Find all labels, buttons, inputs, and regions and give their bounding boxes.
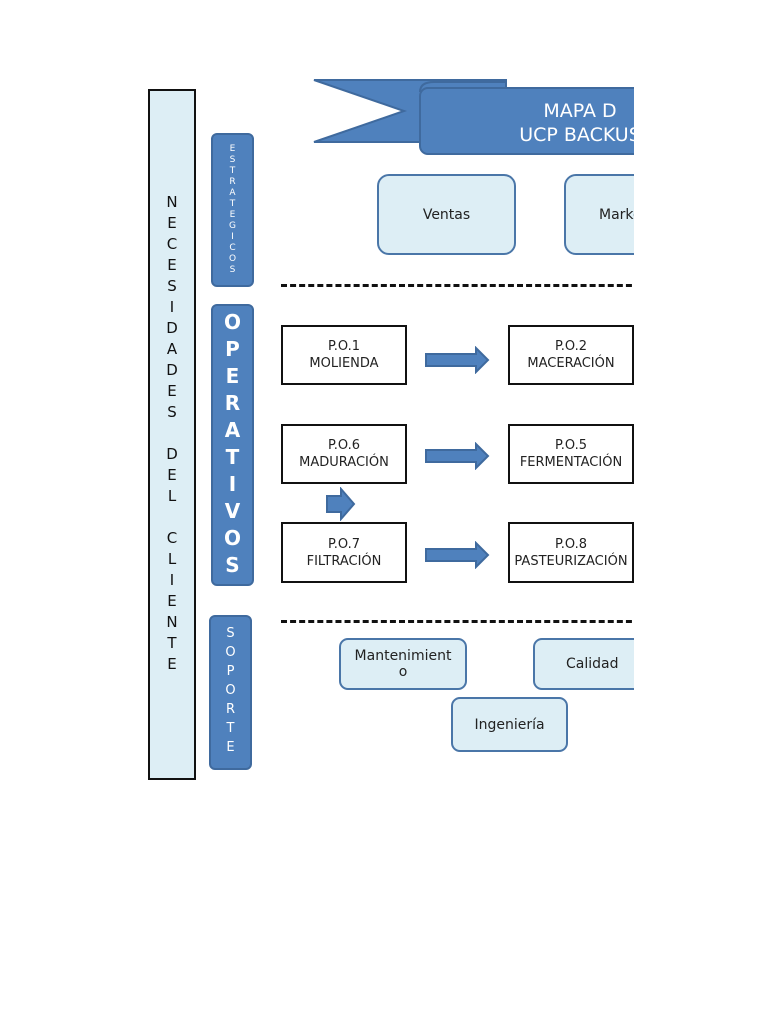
process-po7: P.O.7 FILTRACIÓN <box>281 522 407 583</box>
process-po6: P.O.6 MADURACIÓN <box>281 424 407 484</box>
strategic-label: ESTRATEGICOS <box>227 144 238 276</box>
support-box-ingenieria-label: Ingeniería <box>474 716 545 733</box>
separator-top <box>281 284 634 287</box>
support-label: SOPORTE <box>223 626 238 759</box>
separator-bottom <box>281 620 634 623</box>
operative-bar: OPERATIVOS <box>211 304 254 586</box>
process-po1: P.O.1 MOLIENDA <box>281 325 407 385</box>
title-line1: MAPA D <box>543 100 617 122</box>
process-po2-label: P.O.2 MACERACIÓN <box>527 339 615 371</box>
title-block: MAPA D UCP BACKUS <box>500 99 634 147</box>
strategic-box-marketing-label: Marke <box>599 206 634 223</box>
process-po7-label: P.O.7 FILTRACIÓN <box>306 536 382 569</box>
support-bar: SOPORTE <box>209 615 252 770</box>
operative-label: OPERATIVOS <box>220 310 245 580</box>
customer-needs-box: NECESIDADES DEL CLIENTE <box>148 89 196 780</box>
title-line2: UCP BACKUS <box>519 124 634 146</box>
arrow-po1-po2-icon <box>425 346 490 374</box>
process-po8-label: P.O.8 PASTEURIZACIÓN <box>514 536 628 569</box>
customer-needs-label: NECESIDADES DEL CLIENTE <box>163 193 181 676</box>
ribbon-curl <box>419 81 506 93</box>
process-po5: P.O.5 FERMENTACIÓN <box>508 424 634 484</box>
process-po2: P.O.2 MACERACIÓN <box>508 325 634 385</box>
support-box-calidad: Calidad <box>533 638 634 690</box>
support-box-calidad-label: Calidad <box>566 656 619 672</box>
cropped-diagram-area: MAPA D UCP BACKUS Ventas Marke P.O.1 MOL… <box>281 79 634 752</box>
strategic-box-marketing: Marke <box>564 174 634 255</box>
strategic-bar: ESTRATEGICOS <box>211 133 254 287</box>
support-box-ingenieria: Ingeniería <box>451 697 568 752</box>
strategic-box-ventas-label: Ventas <box>422 206 471 223</box>
process-po5-label: P.O.5 FERMENTACIÓN <box>519 438 623 470</box>
arrow-po6-po7-icon <box>326 487 356 521</box>
process-po6-label: P.O.6 MADURACIÓN <box>299 438 389 470</box>
ribbon-body <box>419 87 634 155</box>
process-po1-label: P.O.1 MOLIENDA <box>309 339 379 371</box>
arrow-po6-po5-icon <box>425 442 490 470</box>
arrow-po7-po8-icon <box>425 541 490 569</box>
strategic-box-ventas: Ventas <box>377 174 516 255</box>
support-box-mantenimiento: Mantenimient o <box>339 638 467 690</box>
process-po8: P.O.8 PASTEURIZACIÓN <box>508 522 634 583</box>
support-box-mantenimiento-label: Mantenimient o <box>354 648 452 680</box>
title-ribbon <box>313 79 634 155</box>
